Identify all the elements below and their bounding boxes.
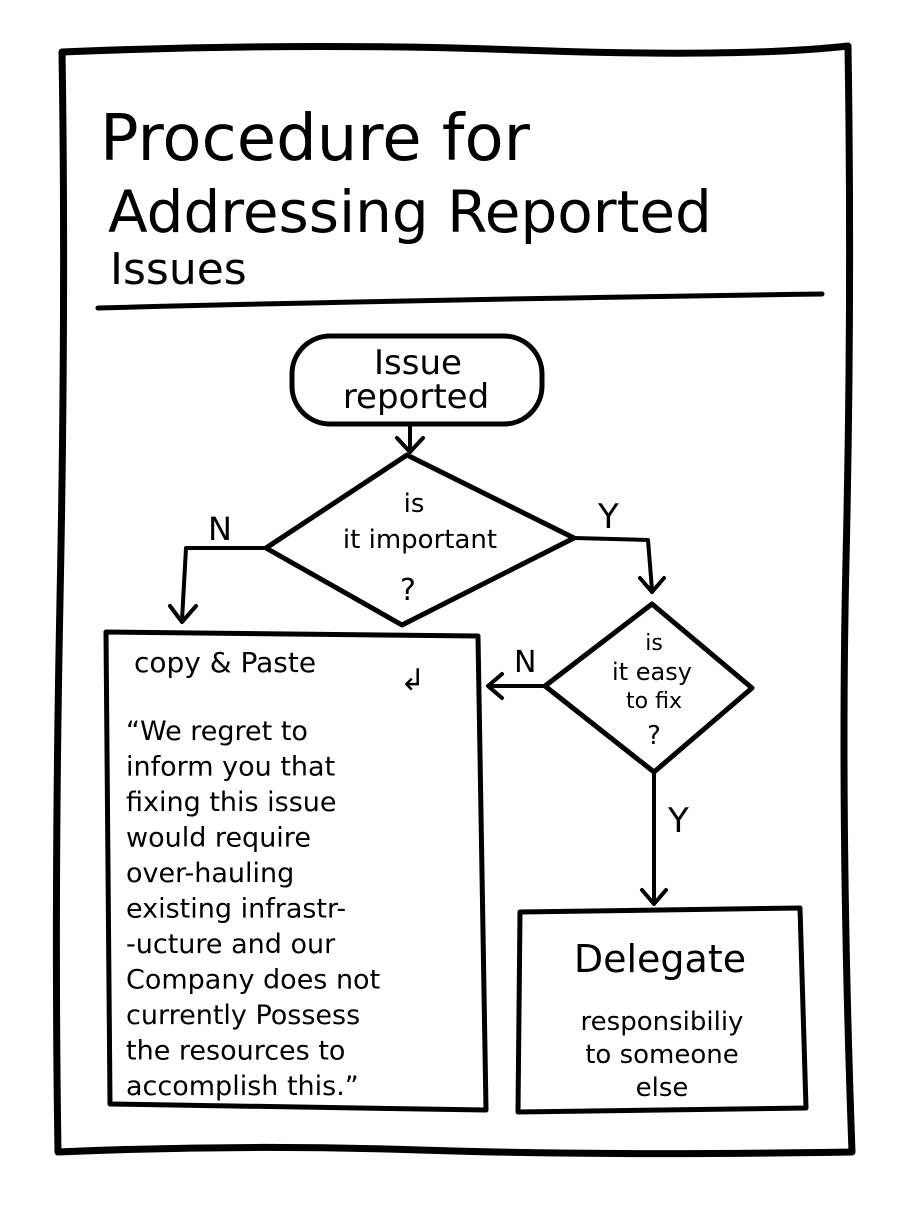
- reply-template-text-line-5: over-hauling: [126, 858, 294, 889]
- delegate-text-line-1: responsibiliy: [581, 1007, 744, 1037]
- reply-template-box: [103, 629, 489, 1113]
- reply-template-text-line-10: the resources to: [126, 1036, 345, 1067]
- arrow-important-yes-head: [638, 576, 666, 594]
- reply-template-text-line-7: -ucture and our: [126, 929, 336, 960]
- reply-template-text-line-6: existing infrastr-: [126, 894, 346, 925]
- decision-easy-fix-yes-label: Y: [667, 801, 689, 841]
- decision-easy-fix-line-1: is: [645, 631, 663, 656]
- title-line-3: Issues: [110, 244, 247, 295]
- reply-template-text-line-8: Company does not: [126, 965, 380, 996]
- reply-template-text-line-3: fixing this issue: [126, 787, 337, 818]
- arrow-important-no-head: [168, 604, 198, 624]
- reply-template-text-line-11: accomplish this.”: [126, 1071, 359, 1102]
- decision-important-no-label: N: [208, 510, 232, 548]
- arrow-important-yes: [572, 536, 654, 592]
- decision-easy-fix-line-4: ?: [647, 721, 661, 751]
- title-line-2: Addressing Reported: [108, 178, 712, 246]
- start-label-line-2: reported: [343, 377, 489, 417]
- decision-important: [263, 452, 577, 628]
- decision-important-yes-label: Y: [597, 497, 619, 537]
- delegate-text-line-3: else: [636, 1073, 689, 1103]
- decision-important-line-2: it important: [343, 525, 497, 555]
- reply-template-heading-mark: ↲: [400, 663, 425, 698]
- reply-template-text-line-9: currently Possess: [126, 1000, 360, 1031]
- reply-template-text-line-4: would require: [126, 823, 311, 854]
- reply-template-text: “We regret to inform you that fixing this …: [126, 716, 380, 1102]
- decision-easy-fix-no-label: N: [514, 645, 536, 680]
- arrow-easy-no-head: [486, 672, 504, 700]
- start-terminal: [289, 333, 545, 427]
- arrow-start-to-decision1-head: [395, 436, 425, 454]
- reply-template-text-line-2: inform you that: [126, 752, 335, 783]
- title-divider: [95, 291, 825, 311]
- reply-template-text-line-1: “We regret to: [126, 716, 308, 747]
- arrow-important-no: [180, 546, 268, 622]
- start-label-line-1: Issue: [374, 343, 462, 383]
- arrow-easy-yes-head: [640, 888, 668, 906]
- decision-easy-fix-line-3: to fix: [626, 689, 682, 714]
- reply-template-heading: copy & Paste: [134, 646, 316, 679]
- delegate-text-line-2: to someone: [585, 1040, 739, 1070]
- decision-important-line-1: is: [404, 489, 425, 519]
- title-line-1: Procedure for: [100, 102, 531, 176]
- delegate-heading: Delegate: [574, 937, 746, 981]
- delegate-box: [515, 905, 809, 1115]
- decision-important-line-3: ?: [400, 573, 416, 608]
- panel-border: [52, 42, 856, 1158]
- decision-easy-fix-line-2: it easy: [612, 658, 692, 686]
